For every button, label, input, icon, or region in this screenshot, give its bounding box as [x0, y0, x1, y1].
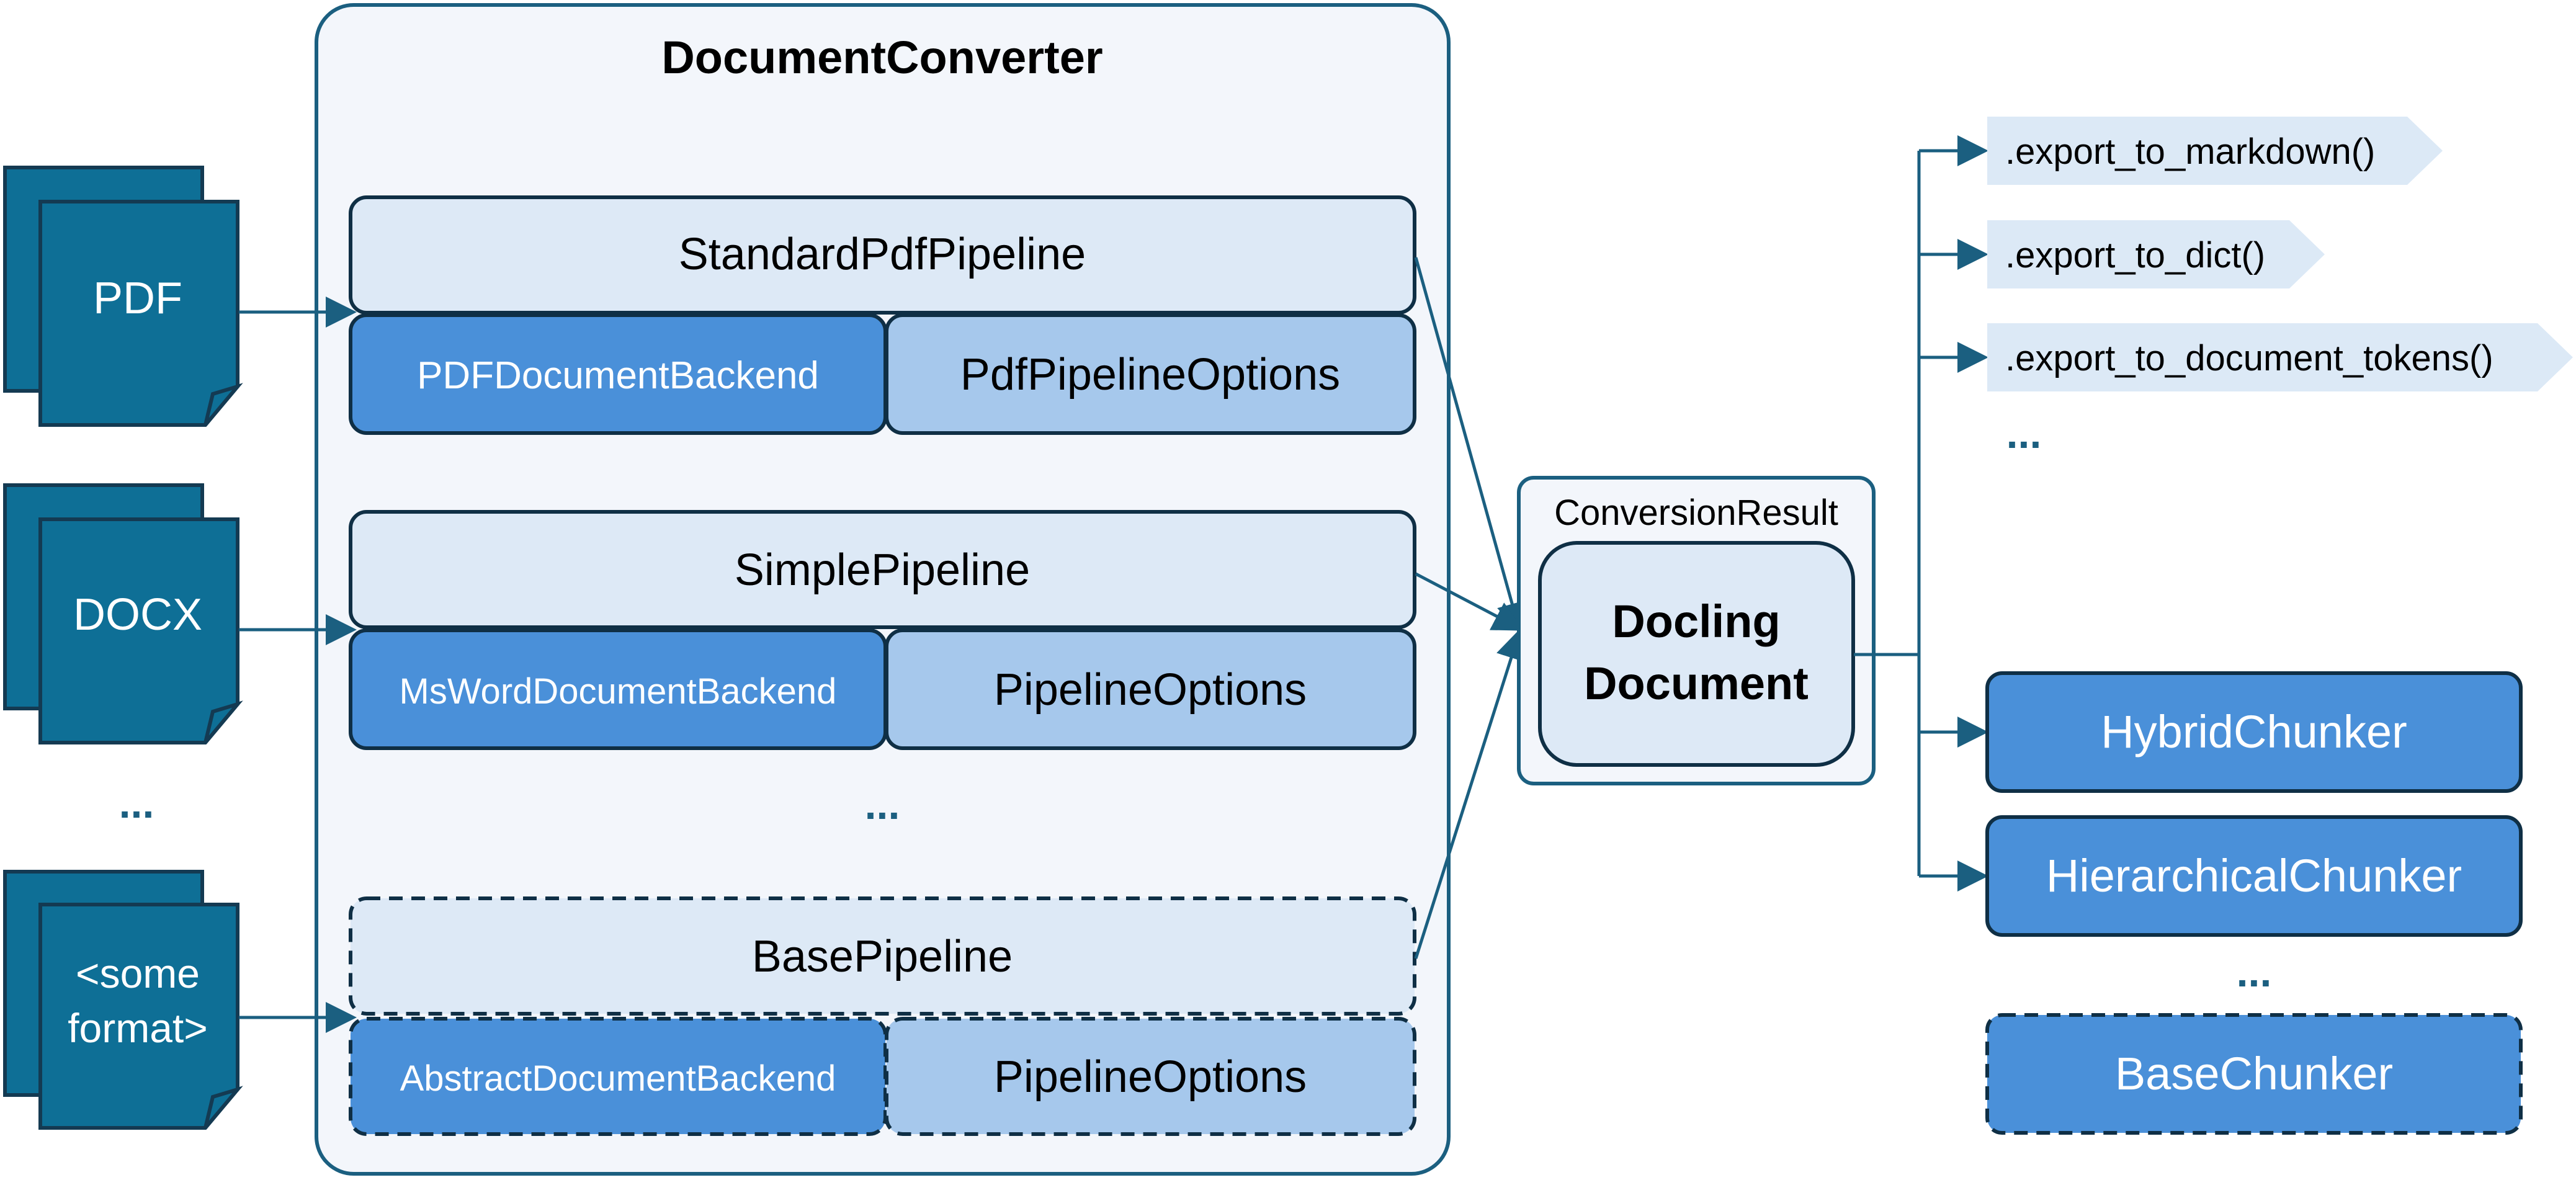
export-markdown-tag	[1987, 117, 2443, 185]
document-converter-title: DocumentConverter	[661, 32, 1102, 83]
arrow-simple-to-result	[1415, 572, 1524, 631]
input-some-format-label-line1: <some	[76, 950, 200, 996]
pipeline-standard-pdf-box	[349, 195, 1416, 315]
arrow-base-to-result	[1414, 628, 1526, 959]
pipeline-simple-box	[349, 510, 1416, 629]
input-some-format-icon: <some format>	[3, 870, 243, 1130]
pipeline-standard-pdf-name: StandardPdfPipeline	[679, 230, 1086, 279]
options-pdf-box	[885, 313, 1416, 435]
options-base-label: PipelineOptions	[994, 1052, 1307, 1102]
options-pdf-label: PdfPipelineOptions	[960, 350, 1340, 400]
input-pdf-label: PDF	[93, 274, 182, 323]
docling-document-box	[1538, 541, 1855, 767]
chunkers-ellipsis: ...	[2237, 949, 2272, 996]
options-simple-box	[885, 628, 1416, 750]
pipeline-standard-pdf: StandardPdfPipeline PDFDocumentBackend P…	[349, 195, 1416, 435]
base-chunker-box	[1985, 1013, 2523, 1135]
options-simple-label: PipelineOptions	[994, 665, 1307, 715]
pipeline-simple-name: SimplePipeline	[735, 545, 1030, 595]
inputs-ellipsis: ...	[119, 780, 154, 827]
options-base-box	[885, 1017, 1416, 1136]
input-docx-icon: DOCX	[3, 483, 243, 744]
export-document-tokens-tag	[1987, 323, 2573, 391]
backend-abstract-label: AbstractDocumentBackend	[400, 1058, 836, 1099]
export-dict-tag	[1987, 220, 2325, 288]
arrow-standard-pdf-to-result	[1414, 257, 1527, 634]
hierarchical-chunker-label: HierarchicalChunker	[2046, 850, 2462, 901]
base-chunker-label: BaseChunker	[2115, 1048, 2393, 1099]
pipelines-ellipsis: ...	[865, 781, 900, 828]
export-markdown-label: .export_to_markdown()	[2005, 132, 2375, 172]
export-document-tokens-label: .export_to_document_tokens()	[2005, 338, 2493, 378]
input-some-format-label-line2: format>	[68, 1005, 208, 1051]
pipeline-base-name: BasePipeline	[752, 932, 1013, 981]
pipeline-base: BasePipeline AbstractDocumentBackend Pip…	[349, 896, 1416, 1136]
hybrid-chunker-box	[1985, 671, 2523, 793]
exports-ellipsis: ...	[2006, 410, 2042, 457]
hierarchical-chunker-box	[1985, 815, 2523, 937]
backend-msword-label: MsWordDocumentBackend	[400, 671, 837, 712]
pipeline-simple: SimplePipeline MsWordDocumentBackend Pip…	[349, 510, 1416, 750]
export-dict-label: .export_to_dict()	[2005, 235, 2265, 275]
hybrid-chunker-label: HybridChunker	[2101, 706, 2407, 758]
docling-document-label-line2: Document	[1584, 658, 1809, 709]
pipeline-base-box	[349, 896, 1416, 1016]
conversion-result-label: ConversionResult	[1554, 493, 1838, 533]
input-pdf-icon: PDF	[3, 166, 243, 427]
backend-pdf-label: PDFDocumentBackend	[417, 354, 819, 397]
input-docx-label: DOCX	[73, 590, 202, 640]
docling-document-label-line1: Docling	[1612, 596, 1780, 647]
